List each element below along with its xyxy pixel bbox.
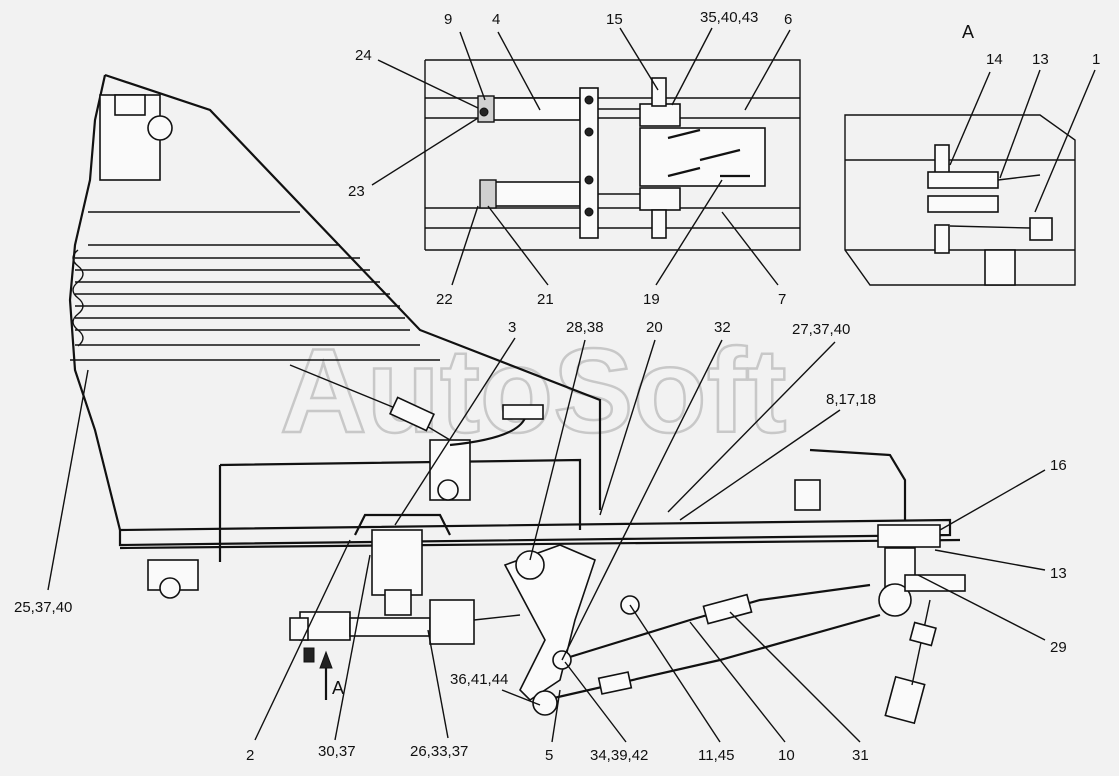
arrow-a-label: A xyxy=(332,678,344,698)
callout-20: 20 xyxy=(646,319,663,336)
callout-15: 15 xyxy=(606,11,623,28)
view-a-label: A xyxy=(962,22,974,42)
callout-25-37-40: 25,37,40 xyxy=(14,599,72,616)
callout-13-inset: 13 xyxy=(1032,51,1049,68)
callout-13-main: 13 xyxy=(1050,565,1067,582)
callout-11-45: 11,45 xyxy=(698,747,734,764)
callout-22: 22 xyxy=(436,291,453,308)
callout-6: 6 xyxy=(784,11,792,28)
callout-3: 3 xyxy=(508,319,516,336)
callout-5: 5 xyxy=(545,747,553,764)
callout-28-38: 28,38 xyxy=(566,319,604,336)
callout-labels: 9 4 15 35,40,43 6 24 23 22 21 19 7 A 14 … xyxy=(14,9,1100,764)
inset-top-view xyxy=(424,59,801,251)
callout-1: 1 xyxy=(1092,51,1100,68)
main-assembly xyxy=(68,73,966,725)
callout-23: 23 xyxy=(348,183,365,200)
callout-4: 4 xyxy=(492,11,500,28)
callout-19: 19 xyxy=(643,291,660,308)
inset-view-a xyxy=(844,114,1076,286)
callout-30-37: 30,37 xyxy=(318,743,356,760)
watermark: AutoSoft xyxy=(280,324,786,458)
callout-21: 21 xyxy=(537,291,554,308)
callout-10: 10 xyxy=(778,747,795,764)
leader-lines xyxy=(47,27,1096,743)
callout-2: 2 xyxy=(246,747,254,764)
callout-24: 24 xyxy=(355,47,372,64)
callout-16: 16 xyxy=(1050,457,1067,474)
callout-29: 29 xyxy=(1050,639,1067,656)
view-a-arrow xyxy=(319,650,333,700)
callout-8-17-18: 8,17,18 xyxy=(826,391,876,408)
callout-14: 14 xyxy=(986,51,1003,68)
callout-31: 31 xyxy=(852,747,869,764)
callout-27-37-40: 27,37,40 xyxy=(792,321,850,338)
callout-9: 9 xyxy=(444,11,452,28)
callout-35-40-43: 35,40,43 xyxy=(700,9,758,26)
callout-26-33-37: 26,33,37 xyxy=(410,743,468,760)
callout-34-39-42: 34,39,42 xyxy=(590,747,648,764)
callout-7: 7 xyxy=(778,291,786,308)
callout-36-41-44: 36,41,44 xyxy=(450,671,508,688)
callout-32: 32 xyxy=(714,319,731,336)
